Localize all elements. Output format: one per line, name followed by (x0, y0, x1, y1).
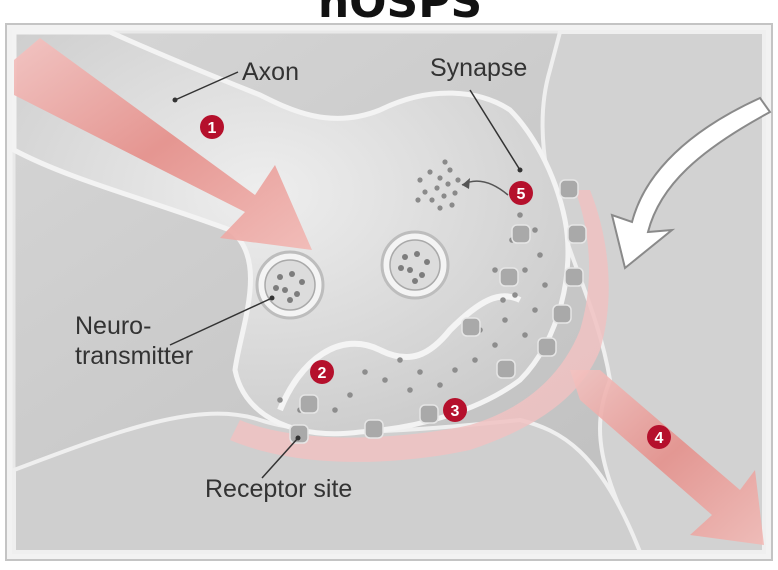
step-marker-1: 1 (200, 115, 224, 139)
step-marker-2: 2 (310, 360, 334, 384)
label-synapse: Synapse (430, 54, 527, 82)
svg-text:2: 2 (318, 365, 327, 382)
label-axon: Axon (242, 58, 299, 86)
vesicle-left (257, 252, 323, 318)
vesicle-right (382, 232, 448, 298)
svg-text:5: 5 (517, 186, 526, 203)
receptor-leader-dot (296, 436, 301, 441)
svg-text:4: 4 (655, 430, 664, 447)
label-receptor-site: Receptor site (205, 475, 352, 503)
axon-leader-dot (173, 98, 178, 103)
synapse-leader-dot (518, 168, 523, 173)
neurotransmitter-leader-dot (270, 296, 275, 301)
svg-text:3: 3 (451, 403, 460, 420)
svg-text:1: 1 (208, 120, 217, 137)
step-marker-4: 4 (647, 425, 671, 449)
label-neurotransmitter-line1: Neuro- (75, 312, 151, 340)
step-marker-5: 5 (509, 181, 533, 205)
step-marker-3: 3 (443, 398, 467, 422)
label-neurotransmitter-line2: transmitter (75, 342, 193, 370)
